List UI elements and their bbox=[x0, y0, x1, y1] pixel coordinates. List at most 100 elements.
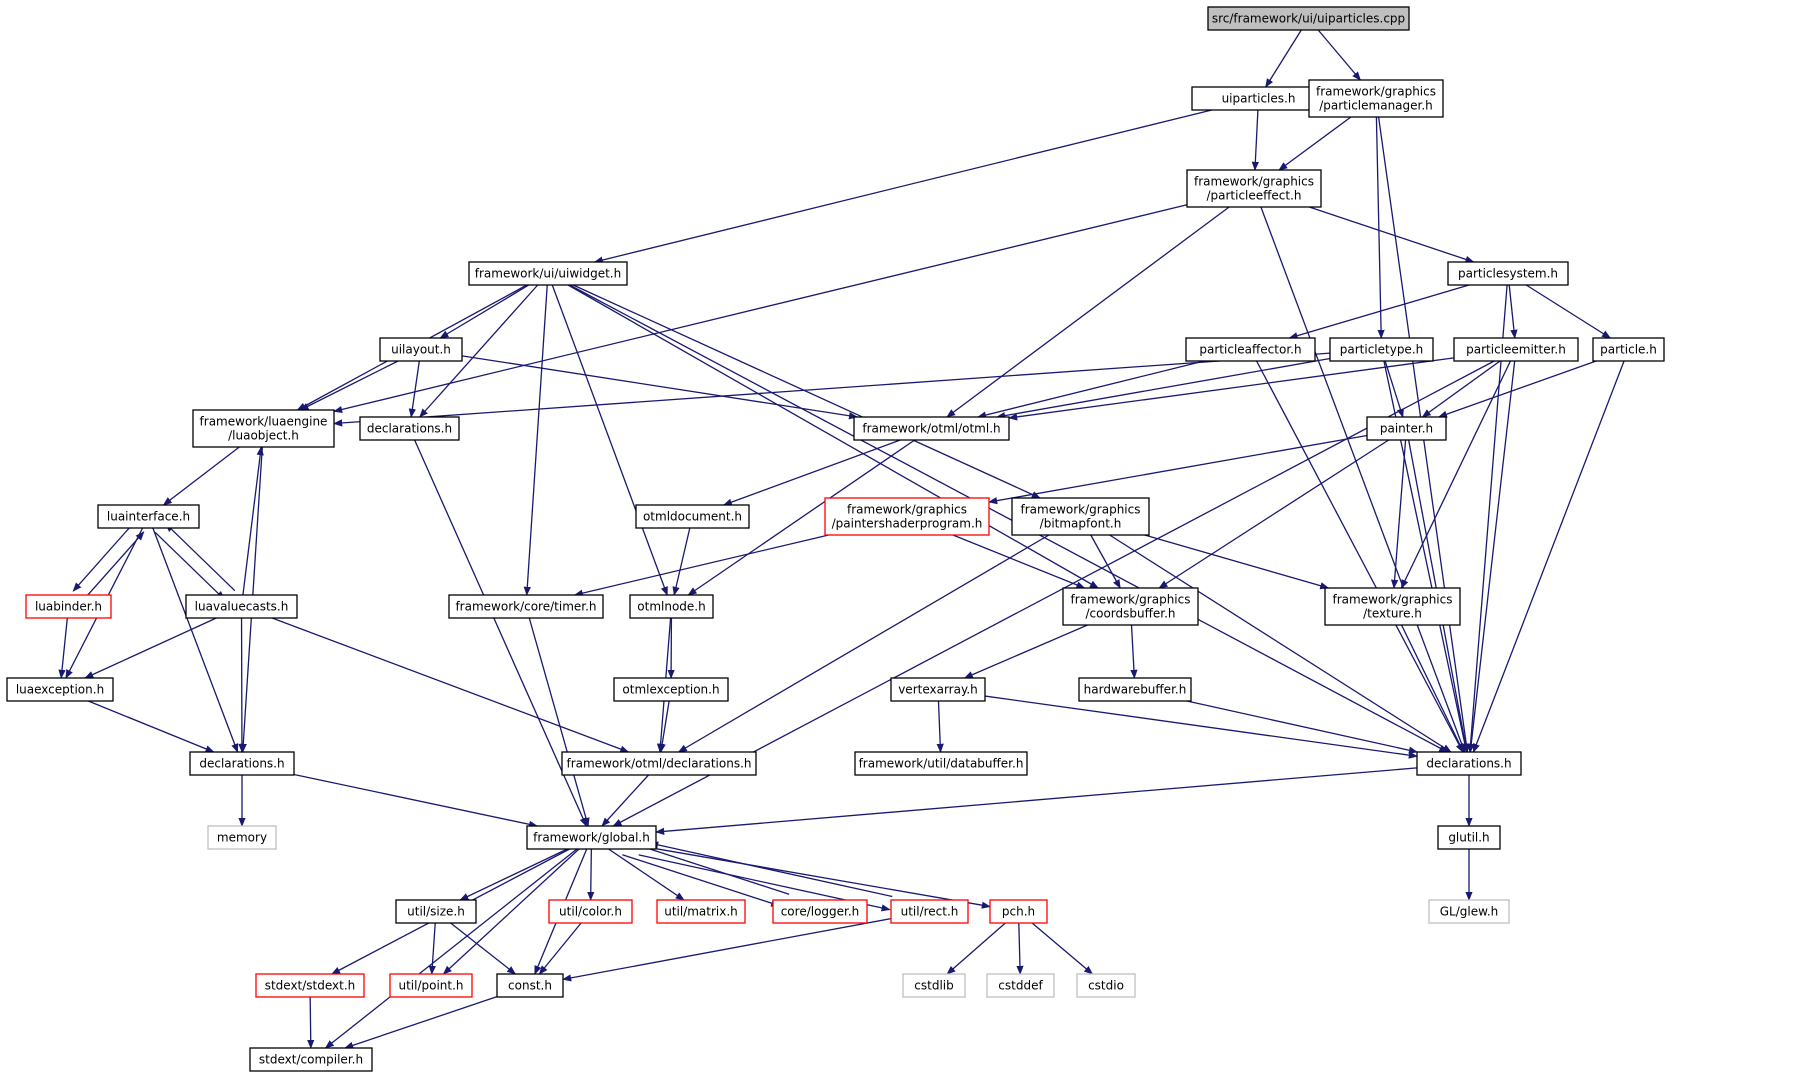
node-label: particleaffector.h bbox=[1199, 343, 1301, 357]
node-hardwarebuffer[interactable]: hardwarebuffer.h bbox=[1078, 677, 1192, 702]
edge-particlemanager-to-particletype bbox=[1375, 116, 1385, 339]
node-box bbox=[1186, 169, 1322, 208]
edge-luaexception-to-decl_lua bbox=[88, 700, 215, 753]
node-box bbox=[824, 497, 990, 536]
node-luavaluecasts[interactable]: luavaluecasts.h bbox=[185, 594, 298, 619]
node-label: util/point.h bbox=[398, 979, 463, 993]
node-box bbox=[1324, 587, 1461, 626]
node-otmlnode[interactable]: otmlnode.h bbox=[629, 594, 714, 619]
node-decl_lua[interactable]: declarations.h bbox=[189, 751, 295, 776]
node-compiler[interactable]: stdext/compiler.h bbox=[249, 1047, 373, 1072]
node-box bbox=[1592, 337, 1665, 362]
edge-luavaluecasts-to-luaobject bbox=[242, 446, 264, 596]
node-decl_gfx[interactable]: declarations.h bbox=[1416, 751, 1522, 776]
node-utilpoint[interactable]: util/point.h bbox=[389, 973, 473, 998]
node-luaobject[interactable]: framework/luaengine/luaobject.h bbox=[192, 409, 335, 448]
node-label: declarations.h bbox=[1426, 757, 1511, 771]
node-painter[interactable]: painter.h bbox=[1366, 416, 1447, 441]
node-box bbox=[25, 594, 112, 619]
node-const[interactable]: const.h bbox=[496, 973, 564, 998]
node-otmldocument[interactable]: otmldocument.h bbox=[635, 504, 750, 529]
node-paintershader[interactable]: framework/graphics/paintershaderprogram.… bbox=[824, 497, 990, 536]
node-bitmapfont[interactable]: framework/graphics/bitmapfont.h bbox=[1011, 497, 1150, 536]
node-box bbox=[1416, 751, 1522, 776]
node-box bbox=[1453, 337, 1579, 362]
node-particletype[interactable]: particletype.h bbox=[1329, 337, 1434, 362]
node-label: stdext/stdext.h bbox=[265, 979, 356, 993]
node-decl_otml[interactable]: framework/otml/declarations.h bbox=[561, 751, 757, 776]
node-box bbox=[635, 504, 750, 529]
node-particlesystem[interactable]: particlesystem.h bbox=[1447, 261, 1569, 286]
node-label: vertexarray.h bbox=[898, 683, 978, 697]
node-label: hardwarebuffer.h bbox=[1084, 683, 1187, 697]
node-luabinder[interactable]: luabinder.h bbox=[25, 594, 112, 619]
node-box bbox=[1428, 899, 1510, 924]
node-glutil[interactable]: glutil.h bbox=[1437, 825, 1501, 850]
edge-painter-to-paintershader bbox=[988, 434, 1368, 505]
node-label: pch.h bbox=[1002, 905, 1035, 919]
node-coordsbuffer[interactable]: framework/graphics/coordsbuffer.h bbox=[1062, 587, 1199, 626]
node-box bbox=[613, 677, 729, 702]
node-box bbox=[255, 973, 365, 998]
edge-uiparticles_h-to-uiwidget bbox=[593, 109, 1212, 264]
node-uiparticles_h[interactable]: uiparticles.h bbox=[1191, 86, 1326, 111]
node-box bbox=[1011, 497, 1150, 536]
node-luainterface[interactable]: luainterface.h bbox=[97, 504, 200, 529]
edge-bitmapfont-to-decl_otml bbox=[677, 534, 1050, 753]
node-box bbox=[1366, 416, 1447, 441]
node-utilcolor[interactable]: util/color.h bbox=[548, 899, 633, 924]
node-particle[interactable]: particle.h bbox=[1592, 337, 1665, 362]
node-vertexarray[interactable]: vertexarray.h bbox=[890, 677, 986, 702]
edge-pch-to-cstdlib bbox=[946, 922, 1006, 975]
node-otmlexception[interactable]: otmlexception.h bbox=[613, 677, 729, 702]
node-texture[interactable]: framework/graphics/texture.h bbox=[1324, 587, 1461, 626]
node-label: otmldocument.h bbox=[643, 510, 742, 524]
node-luaexception[interactable]: luaexception.h bbox=[6, 677, 114, 702]
node-label: /luaobject.h bbox=[228, 429, 299, 443]
edge-decl_lua-to-global bbox=[293, 773, 539, 828]
edge-decl_otml-to-global bbox=[601, 774, 649, 827]
node-label: /particlemanager.h bbox=[1319, 99, 1433, 113]
node-utilsize[interactable]: util/size.h bbox=[395, 899, 477, 924]
edge-particle-to-decl_gfx bbox=[1472, 360, 1625, 753]
edge-luabinder-to-luainterface bbox=[83, 531, 145, 600]
node-timer[interactable]: framework/core/timer.h bbox=[448, 594, 604, 619]
node-label: luainterface.h bbox=[107, 510, 190, 524]
node-particleeffect[interactable]: framework/graphics/particleeffect.h bbox=[1186, 169, 1322, 208]
node-global[interactable]: framework/global.h bbox=[526, 825, 657, 850]
node-corelogger[interactable]: core/logger.h bbox=[772, 899, 868, 924]
node-uiwidget[interactable]: framework/ui/uiwidget.h bbox=[468, 261, 628, 286]
node-label: cstdio bbox=[1088, 979, 1124, 993]
edge-global-to-utilpoint bbox=[442, 848, 580, 975]
node-particlemanager[interactable]: framework/graphics/particlemanager.h bbox=[1308, 79, 1444, 118]
edge-root-to-particlemanager bbox=[1317, 29, 1361, 81]
node-stdext[interactable]: stdext/stdext.h bbox=[255, 973, 365, 998]
node-label: uiparticles.h bbox=[1222, 92, 1296, 106]
node-label: framework/graphics bbox=[1194, 175, 1314, 189]
node-glew: GL/glew.h bbox=[1428, 899, 1510, 924]
node-label: otmlexception.h bbox=[622, 683, 719, 697]
node-box bbox=[6, 677, 114, 702]
node-particleemitter[interactable]: particleemitter.h bbox=[1453, 337, 1579, 362]
edge-uiparticles_h-to-particleeffect bbox=[1251, 109, 1259, 171]
edge-particlemanager-to-particleeffect bbox=[1278, 116, 1352, 171]
edge-stdext-to-compiler bbox=[307, 996, 315, 1049]
node-particleaffector[interactable]: particleaffector.h bbox=[1185, 337, 1316, 362]
node-uilayout[interactable]: uilayout.h bbox=[379, 337, 463, 362]
edge-luainterface-to-decl_lua bbox=[152, 527, 239, 753]
node-label: painter.h bbox=[1380, 422, 1433, 436]
node-databuffer[interactable]: framework/util/databuffer.h bbox=[854, 751, 1028, 776]
node-otml[interactable]: framework/otml/otml.h bbox=[853, 416, 1010, 441]
edge-vertexarray-to-decl_gfx bbox=[984, 695, 1418, 759]
node-utilrect[interactable]: util/rect.h bbox=[890, 899, 969, 924]
node-box bbox=[1078, 677, 1192, 702]
node-box bbox=[1437, 825, 1501, 850]
node-box bbox=[629, 594, 714, 619]
node-utilmatrix[interactable]: util/matrix.h bbox=[656, 899, 746, 924]
node-pch[interactable]: pch.h bbox=[989, 899, 1048, 924]
edge-coordsbuffer-to-hardwarebuffer bbox=[1130, 624, 1138, 679]
node-decl_ui[interactable]: declarations.h bbox=[359, 416, 460, 441]
node-box bbox=[379, 337, 463, 362]
edge-painter-to-coordsbuffer bbox=[1158, 439, 1390, 589]
